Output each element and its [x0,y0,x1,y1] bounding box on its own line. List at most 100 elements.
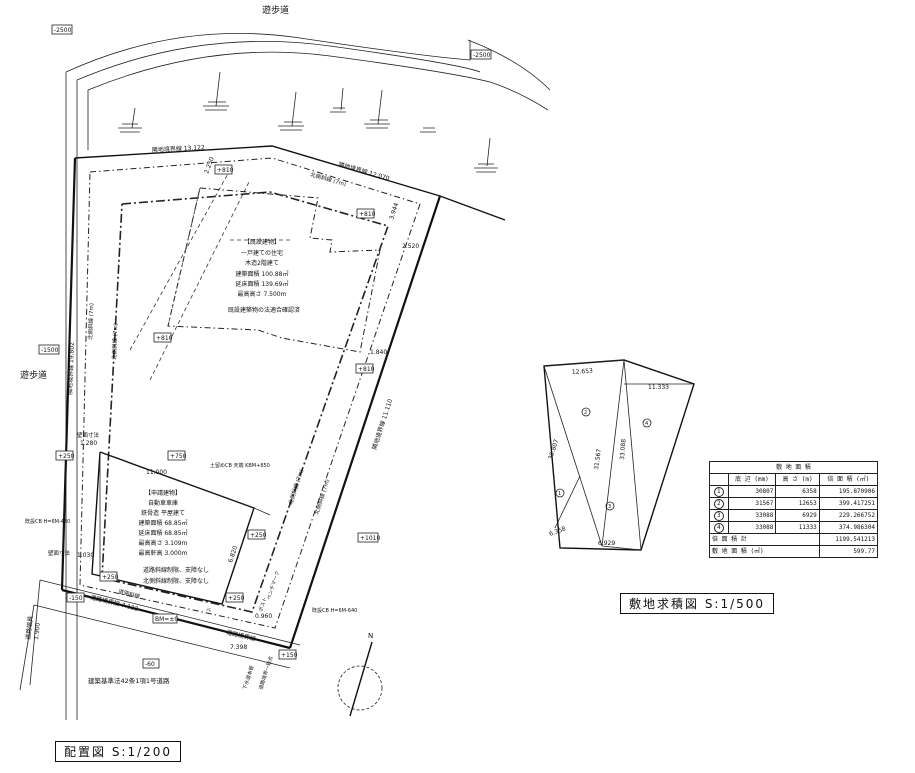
dim-4: 1.840 [370,349,387,356]
area-dim-6: 6.358 [548,525,567,538]
setback-lines [79,157,421,629]
svg-text:+1010: +1010 [360,535,380,542]
existing-floor-area: 延床面積 139.69㎡ [236,280,289,288]
area-table-title: 敷 地 面 積 [709,461,878,474]
row-height: 12653 [775,497,820,510]
road-width-value: 1.900 [33,622,42,640]
svg-text:+810: +810 [217,167,234,174]
svg-text:+810: +810 [359,211,376,218]
svg-text:-60: -60 [145,661,155,668]
svg-text:+250: +250 [58,453,75,460]
row-area: 399.417251 [818,497,879,510]
svg-text:+810: +810 [358,366,375,373]
svg-text:-150: -150 [69,595,83,602]
bm-label: ベンチマーク [266,570,281,600]
proposed-note-north: 北側斜線制限、支障なし [143,577,209,585]
existing-building-outline [167,187,381,353]
existing-title: 【既設建物】 [244,238,280,246]
setback-label-3: 北側斜線 (7m) [110,323,119,360]
road: 建築基準法42条1項1号道路 道路幅員 1.900 [19,579,301,691]
table-row: 4 33088 11333 374.986304 [709,521,879,534]
svg-text:+750: +750 [170,453,187,460]
proposed-building-area: 建築面積 68.85㎡ [138,519,187,527]
tri-1: 1 [558,491,561,497]
proposed-garage-outline [91,451,271,605]
left-road-label: 遊歩道 [20,369,47,381]
existing-use: 一戸建ての住宅 [241,249,283,257]
setback-label-6: 道路斜線 [118,587,142,600]
area-table: 敷 地 面 積 底 辺 (mm) 高 さ (m) 倍 面 積 (㎡) 1 308… [709,461,879,558]
svg-text:+250: +250 [250,532,267,539]
small-mark: ベ [206,608,211,614]
level-box: BM=±0 [152,613,178,624]
level-box: -2500 [470,49,492,60]
proposed-title: 【申請建物】 [145,489,181,497]
site-boundary [60,145,506,650]
level-box: -2500 [51,24,73,35]
hedge-label: 壁面寸法 [77,431,100,439]
existing-building-info: 【既設建物】 一戸建ての住宅 木造2階建て 建築面積 100.88㎡ 延床面積 … [228,238,300,314]
row-height: 11333 [775,521,820,534]
row-base: 33088 [727,521,777,534]
level-box: +750 [167,450,187,461]
svg-text:+250: +250 [102,574,119,581]
proposed-floor-area: 延床面積 68.85㎡ [138,529,187,537]
level-box: +250 [247,529,267,540]
table-row: 2 31567 12653 399.417251 [709,497,879,510]
tri-2: 2 [584,410,587,416]
row-base: 31567 [727,497,777,510]
area-dim-4: 31.567 [593,448,603,470]
wall-label-2: 既設CB H=6M-640 [312,607,357,614]
level-markers: -2500 -2500 -1500 +810 +810 +810 +810 +7… [38,24,492,669]
tri-4: 4 [645,421,648,427]
sum-value: 1199.541213 [818,533,879,546]
boundary-label-6: 隣地境界線 19.802 [66,342,76,395]
existing-note: 既設建築物の法適合確認済 [228,306,300,314]
promenade-arcs [65,32,551,720]
level-box: -1500 [38,344,60,355]
bottom-road-label: 建築基準法42条1項1号道路 [88,676,170,685]
col-base: 底 辺 (mm) [727,473,777,486]
table-row: 3 33088 6929 229.266752 [709,509,879,522]
existing-height: 最高高さ 7.500m [238,290,287,298]
dim-6: 1.030 [77,552,94,559]
trees [118,71,498,173]
setback-label-5: 北側斜線 (7m) [312,478,331,516]
sewer-label: 下水道本管 [241,665,255,691]
svg-text:-2500: -2500 [473,52,491,59]
dim-1: 2.250 [203,156,216,175]
sum-label: 倍 面 積 計 [709,533,820,546]
row-height: 6929 [775,509,820,522]
row-height: 6358 [775,485,820,498]
setback-label-4: 北側斜線 (7m) [286,468,305,506]
top-road-label: 遊歩道 [262,4,289,16]
road-width-label: 道路幅員 [24,615,34,640]
area-figure: 12.653 11.333 30.807 31.567 33.088 6.358… [543,359,695,551]
table-row: 1 30807 6358 195.870906 [709,485,879,498]
svg-text:-2500: -2500 [54,27,72,34]
level-box: +150 [278,649,298,660]
north-arrow: N [337,632,383,717]
layout-title: 配置図 S:1/200 [55,741,182,762]
svg-text:+250: +250 [228,595,245,602]
north-label: N [368,632,373,640]
existing-structure: 木造2階建て [245,259,279,267]
wall-label-1: 既設CB H=6M-480 [25,518,70,525]
level-box: +810 [214,164,234,175]
row-no: 4 [713,523,724,533]
dim-8: 6.820 [227,545,239,564]
area-dim-2: 11.333 [648,384,669,391]
level-box: +810 [355,363,375,374]
hedge-label-2: 壁面寸法 [48,549,71,557]
area-figure-title: 敷地求積図 S:1/500 [620,593,775,614]
boundary-label-1: 隣地境界線 13.122 [152,143,205,154]
svg-text:+150: +150 [281,652,298,659]
dim-3: 2.520 [402,243,419,250]
proposed-use: 自動車車庫 [148,499,178,507]
col-area: 倍 面 積 (㎡) [818,473,879,486]
area-dim-1: 12.653 [572,368,594,376]
site-area-label: 敷 地 面 積 (㎡) [709,545,820,558]
proposed-eave-height: 最高軒高 3.000m [139,549,188,557]
row-area: 195.870906 [818,485,879,498]
